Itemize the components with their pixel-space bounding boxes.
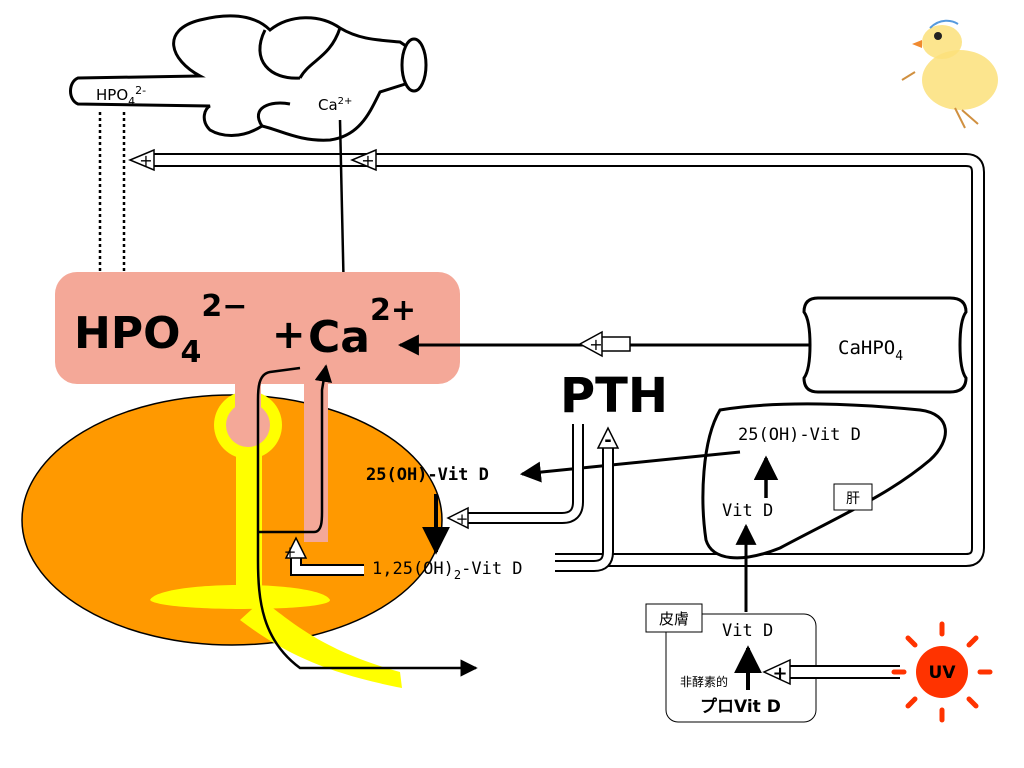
intestine-phosphate-label: HPO42- <box>96 84 146 108</box>
plus-sign-uv: + <box>772 663 787 684</box>
plasma-cahpo4-exchange: + <box>397 330 833 358</box>
kidney-hydroxy-vitd-label: 25(OH)-Vit D <box>366 465 489 485</box>
skin-label: 皮膚 <box>659 610 689 628</box>
plus-sign-top-right: + <box>361 151 374 170</box>
pth-label: PTH <box>560 368 668 424</box>
intestine-calcium-label: Ca2+ <box>318 96 352 114</box>
plasma-box: HPO42− + Ca2+ <box>55 272 460 384</box>
plus-sign-top-left: + <box>139 151 152 170</box>
liver-label-box <box>833 483 873 511</box>
pth-feedback-top-arrow: + + <box>128 148 985 567</box>
calcitriol-pth-minus-arrow: - <box>555 426 620 572</box>
uv-plus-arrow: + <box>762 658 904 686</box>
skin-vitd-label: Vit D <box>722 621 773 641</box>
liver-label: 肝 <box>846 491 860 507</box>
plus-sign-kidney: + <box>456 510 469 528</box>
liver-hydroxy-vitd-label: 25(OH)-Vit D <box>738 425 861 445</box>
phosphate-absorption-arrows <box>100 112 124 296</box>
plasma-calcium-label: Ca2+ <box>308 293 416 363</box>
skin-provitd-label: プロVit D <box>700 696 781 717</box>
liver: 25(OH)-Vit D Vit D 肝 <box>701 402 947 560</box>
uv-label: UV <box>929 663 957 683</box>
skin-non-enzymatic-label: 非酵素的 <box>680 674 728 689</box>
liver-vitd-label: Vit D <box>722 501 773 521</box>
cahpo4-box: CaHPO4 <box>802 296 968 394</box>
minus-sign-pth: - <box>604 430 611 451</box>
plus-sign-cahpo4: + <box>589 335 602 354</box>
chick-illustration <box>901 19 998 129</box>
skin-label-box <box>645 603 703 633</box>
calcitriol-bone-plus-arrow: + <box>284 536 364 576</box>
kidney-calcitriol-label: 1,25(OH)2-Vit D <box>372 559 523 582</box>
bone <box>21 370 443 688</box>
plasma-phosphate-label: HPO42− <box>74 289 247 370</box>
intestine: HPO42- Ca2+ <box>69 14 428 142</box>
intestine-end <box>400 37 428 93</box>
uv-sun: UV <box>891 621 993 723</box>
pth-kidney-plus-arrow: + <box>446 424 584 530</box>
skin-box: 皮膚 Vit D 非酵素的 プロVit D <box>645 603 817 723</box>
liver-to-kidney-arrow <box>519 450 741 483</box>
plasma-plus-sign: + <box>272 312 306 358</box>
bone-exchange-arrows <box>256 364 478 677</box>
cahpo4-label: CaHPO4 <box>838 337 903 364</box>
plus-sign-bone: + <box>284 543 297 561</box>
calcium-absorption-arrow <box>334 119 353 302</box>
